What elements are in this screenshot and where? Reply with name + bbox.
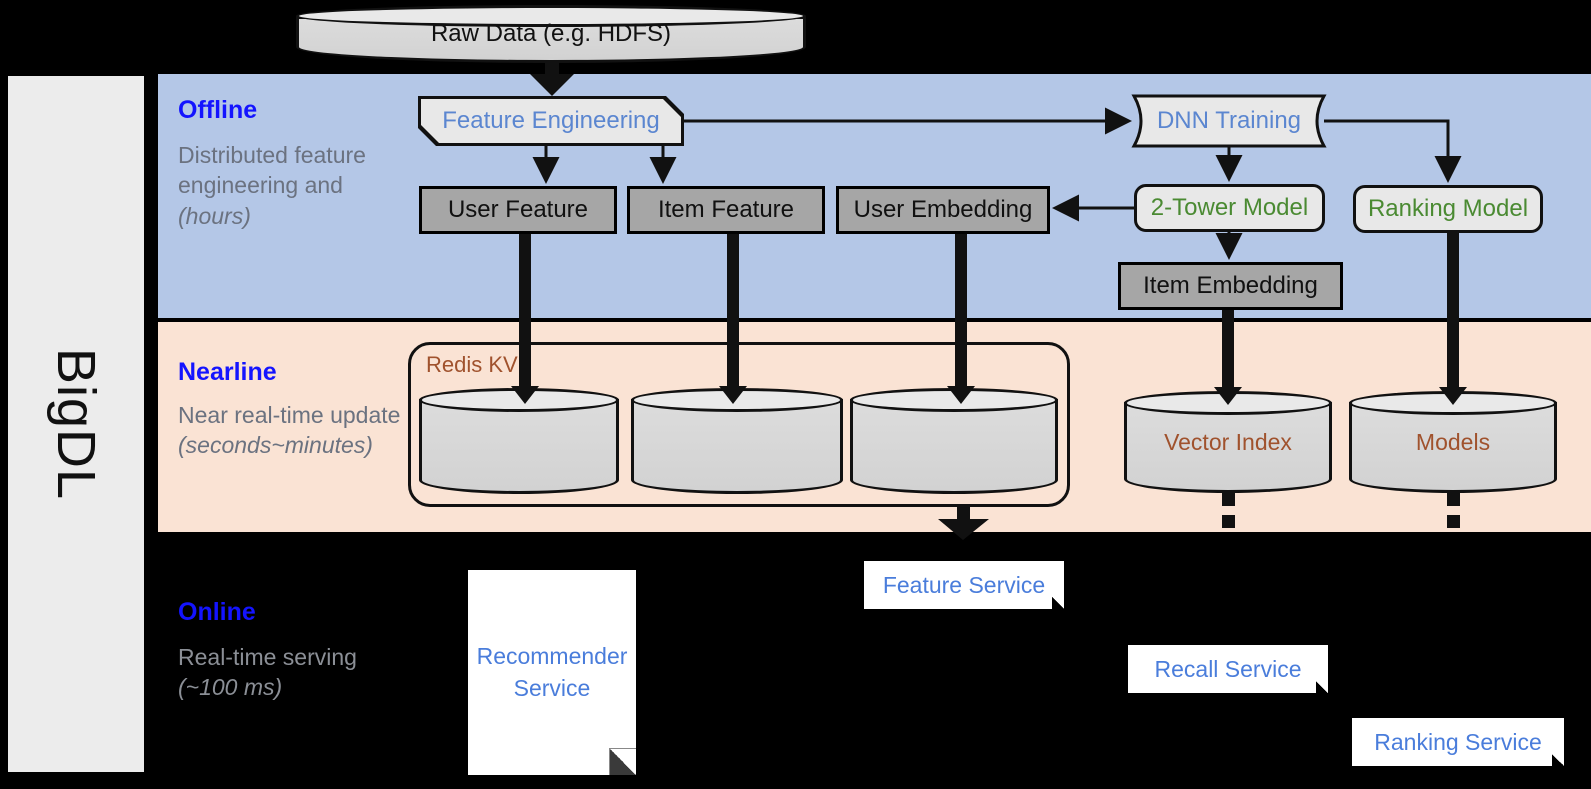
redis-kv-label: Redis KV: [426, 352, 518, 377]
band-subtitle-nearline: Near real-time update (seconds~minutes): [178, 400, 406, 461]
nearline-sub-text: Near real-time update: [178, 402, 401, 428]
online-sub-text: Real-time serving: [178, 644, 357, 670]
item-embedding-label: Item Embedding: [1143, 272, 1318, 299]
ranking-service-fold-icon: [1552, 754, 1564, 766]
feature-service-label: Feature Service: [882, 571, 1046, 598]
user-feature-block[interactable]: User Feature: [419, 186, 617, 234]
band-subtitle-offline: Distributed feature engineering and (hou…: [178, 140, 383, 231]
band-title-nearline: Nearline: [178, 358, 277, 386]
redis-store-3[interactable]: [850, 388, 1058, 494]
redis-store-3-body: [850, 399, 1058, 494]
redis-store-2[interactable]: [631, 388, 843, 494]
item-feature-label: Item Feature: [657, 196, 795, 223]
recall-service-fold-icon: [1316, 681, 1328, 693]
dnn-training-box[interactable]: DNN Training: [1134, 96, 1324, 146]
ranking-service-box[interactable]: Ranking Service: [1352, 718, 1564, 766]
bigdl-label: BigDL: [46, 347, 106, 501]
recall-service-label: Recall Service: [1154, 655, 1302, 682]
raw-data-label: Raw Data (e.g. HDFS): [430, 20, 672, 47]
feature-service-box[interactable]: Feature Service: [864, 561, 1064, 609]
vector-index-body: [1124, 402, 1332, 493]
bigdl-rail: BigDL: [8, 76, 144, 772]
vector-index-label: Vector Index: [1164, 428, 1292, 455]
ranking-service-label: Ranking Service: [1374, 728, 1542, 755]
recommender-service-label: Recommender Service: [476, 643, 628, 701]
user-embedding-label: User Embedding: [853, 196, 1033, 223]
redis-store-1-label: [419, 388, 619, 494]
band-subtitle-online: Real-time serving (~100 ms): [178, 642, 368, 703]
user-embedding-block[interactable]: User Embedding: [836, 186, 1050, 234]
offline-sub-italic: (hours): [178, 202, 251, 229]
recall-service-box[interactable]: Recall Service: [1128, 645, 1328, 693]
nearline-sub-italic: (seconds~minutes): [178, 432, 373, 459]
online-sub-italic: (~100 ms): [178, 674, 283, 701]
band-title-offline: Offline: [178, 96, 258, 124]
ranking-model-box[interactable]: Ranking Model: [1353, 185, 1543, 233]
models-cylinder[interactable]: Models: [1349, 391, 1557, 493]
band-title-online: Online: [178, 598, 256, 626]
feature-engineering-box[interactable]: Feature Engineering: [421, 99, 681, 143]
offline-sub-text: Distributed feature engineering and: [178, 142, 366, 199]
raw-data-top: [296, 5, 806, 27]
feature-engineering-label: Feature Engineering: [442, 107, 660, 134]
redis-store-3-label: [850, 388, 1058, 494]
dnn-training-label: DNN Training: [1156, 107, 1302, 134]
item-embedding-block[interactable]: Item Embedding: [1118, 262, 1343, 310]
vector-index-cylinder[interactable]: Vector Index: [1124, 391, 1332, 493]
ranking-model-label: Ranking Model: [1367, 195, 1529, 222]
feature-service-fold-icon: [1052, 597, 1064, 609]
two-tower-model-box[interactable]: 2-Tower Model: [1134, 184, 1325, 232]
user-feature-label: User Feature: [447, 196, 589, 223]
models-label: Models: [1415, 428, 1491, 455]
redis-kv-group: [408, 342, 1070, 507]
two-tower-model-label: 2-Tower Model: [1150, 194, 1309, 221]
redis-store-2-body: [631, 399, 843, 494]
redis-store-1[interactable]: [419, 388, 619, 494]
item-feature-block[interactable]: Item Feature: [627, 186, 825, 234]
redis-store-2-label: [631, 388, 843, 494]
raw-data-cylinder: Raw Data (e.g. HDFS): [296, 5, 806, 63]
recommender-service-box[interactable]: Recommender Service: [468, 570, 636, 775]
recommender-service-fold-icon: [609, 748, 636, 775]
